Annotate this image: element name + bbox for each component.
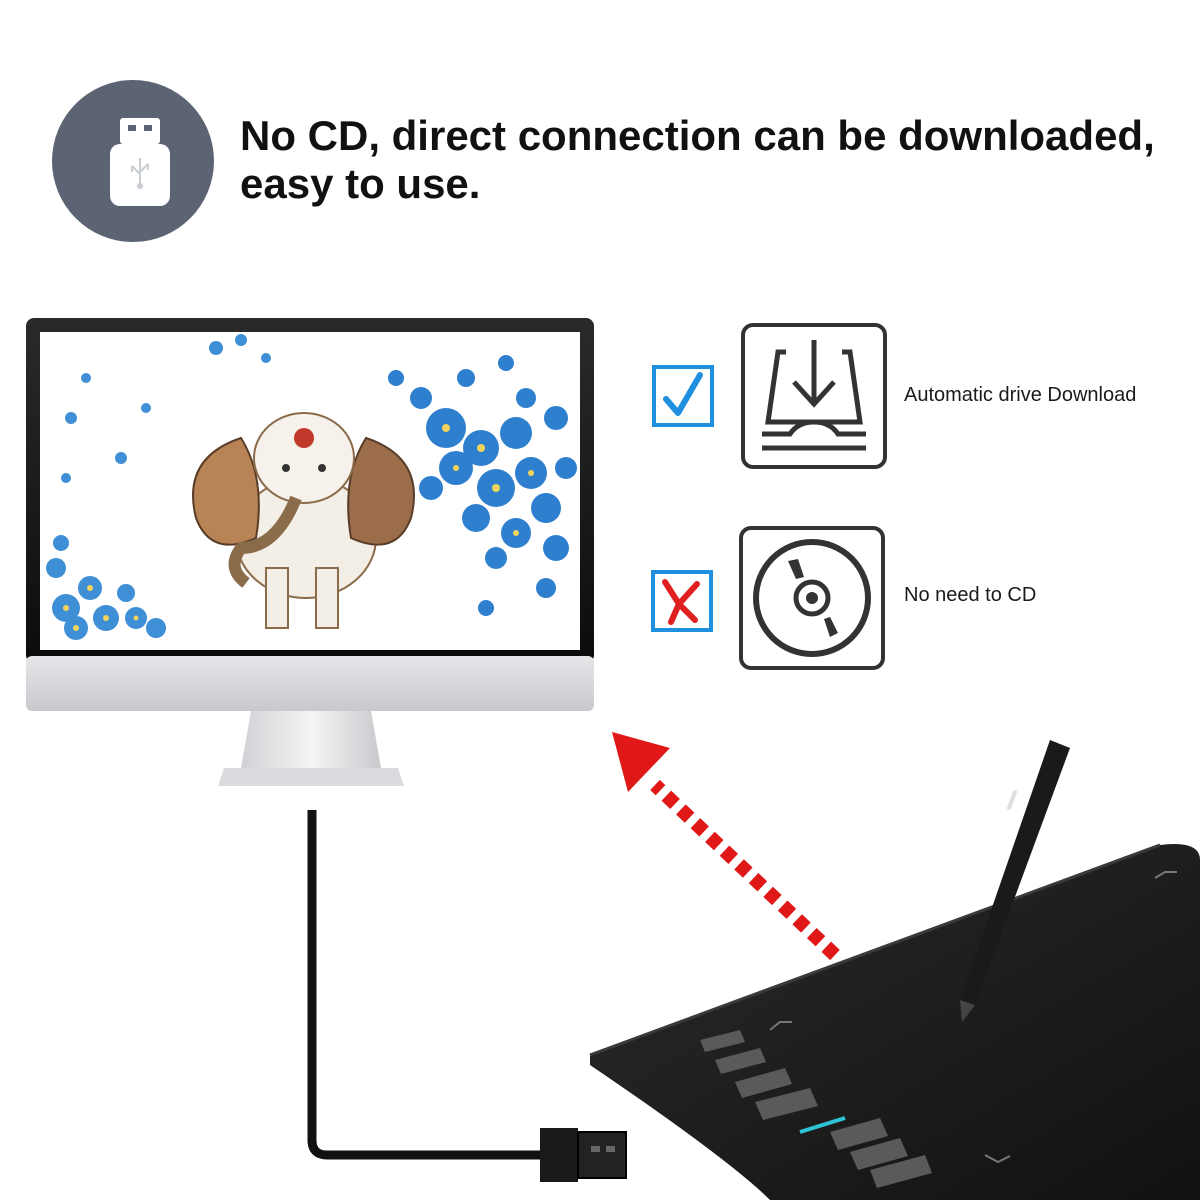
express-keys bbox=[700, 1030, 932, 1188]
usb-badge bbox=[52, 80, 214, 242]
drawing-tablet bbox=[589, 740, 1200, 1200]
stylus-pen bbox=[960, 740, 1070, 1022]
feature-label-no-cd: No need to CD bbox=[904, 584, 1037, 606]
usb-drive-icon bbox=[110, 118, 170, 206]
cd-disc-icon bbox=[739, 526, 885, 670]
checkmark-icon bbox=[652, 365, 714, 427]
usb-connector bbox=[540, 1128, 578, 1182]
connection-arrow bbox=[612, 732, 840, 961]
monitor-illustration bbox=[26, 318, 594, 786]
cross-icon bbox=[651, 570, 713, 632]
download-tray-icon bbox=[741, 323, 887, 469]
elephant-illustration bbox=[192, 412, 415, 629]
feature-label-download: Automatic drive Download bbox=[904, 384, 1137, 406]
headline-line-2: easy to use. bbox=[240, 160, 481, 207]
usb-cable bbox=[307, 810, 627, 1182]
status-indicator bbox=[799, 1116, 846, 1134]
headline: No CD, direct connection can be download… bbox=[240, 112, 1195, 208]
headline-line-1: No CD, direct connection can be download… bbox=[240, 112, 1155, 159]
